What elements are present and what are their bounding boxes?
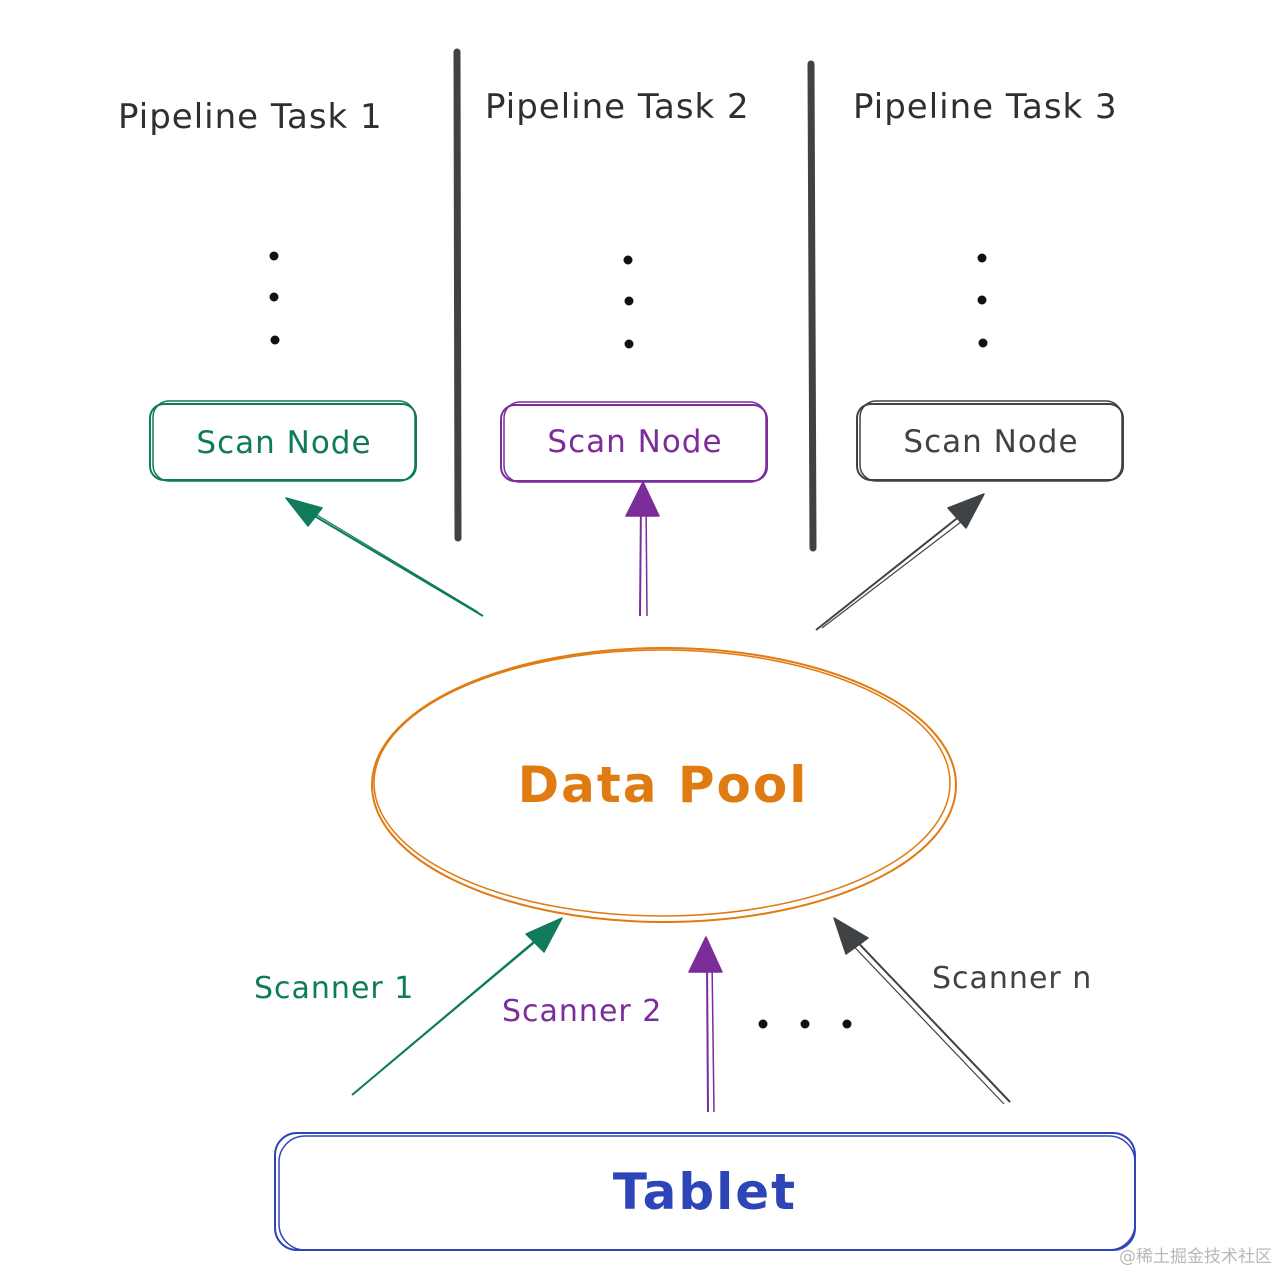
scanner-2-label: Scanner 2 [502,994,662,1029]
arrow-pool-to-node-2 [625,481,660,617]
scanner-ellipsis [758,1019,852,1029]
divider-2 [807,60,817,552]
scan-node-2 [500,401,768,483]
task-dividers [453,48,817,552]
task-2-ellipsis [623,255,634,349]
scanner-n-label: Scanner n [932,961,1092,996]
task-title-3: Pipeline Task 3 [853,87,1118,127]
data-pool-label: Data Pool [518,756,809,814]
tablet-label: Tablet [613,1163,797,1221]
arrow-scanner-2 [688,936,723,1113]
scan-node-1 [149,400,417,482]
watermark: @稀土掘金技术社区 [1119,1247,1272,1267]
task-3-ellipsis [977,253,988,348]
tablet-box [274,1132,1136,1251]
scan-node-3 [856,400,1124,482]
scan-node-2-label: Scan Node [547,424,722,460]
data-pool-ellipse [371,647,957,923]
task-title-1: Pipeline Task 1 [118,97,383,137]
scan-node-1-label: Scan Node [196,425,371,461]
arrow-scanner-n [833,917,1011,1105]
scan-node-3-label: Scan Node [903,424,1078,460]
task-title-2: Pipeline Task 2 [485,87,750,127]
divider-1 [453,48,462,542]
task-1-ellipsis [269,251,280,345]
scanner-1-label: Scanner 1 [254,971,414,1006]
arrow-scanner-1 [351,917,563,1096]
arrow-pool-to-node-1 [285,497,484,617]
arrow-pool-to-node-3 [815,493,985,631]
